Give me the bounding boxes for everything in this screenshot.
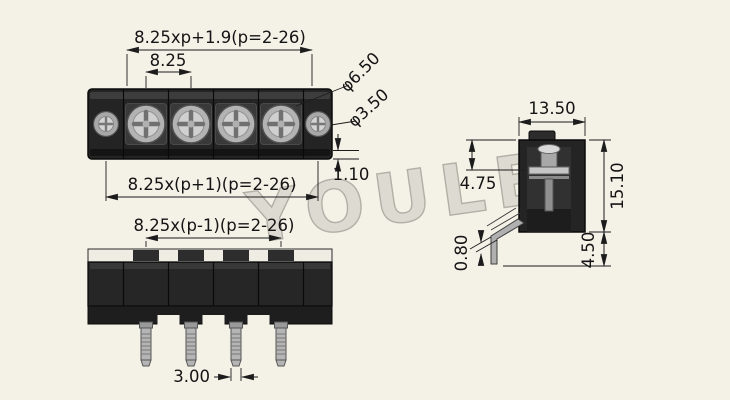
screw-head [537, 144, 561, 154]
pin-view [87, 248, 333, 367]
dim-pin-thickness-label: 0.80 [452, 235, 471, 272]
mounting-screw [304, 110, 332, 138]
solder-pin [229, 321, 243, 367]
dim-side-height: 15.10 [589, 138, 627, 234]
dim-overall-length-top: 8.25xp+1.9(p=2-26) [125, 28, 314, 86]
terminal-screw [261, 104, 301, 144]
dim-pin-thickness: 0.80 [452, 230, 498, 272]
dim-lip: 1.10 [333, 134, 370, 184]
dim-pin-width: 3.00 [173, 367, 258, 386]
clamp-plate [528, 166, 570, 175]
dim-overall-length-bottom: 8.25x(p+1)(p=2-26) [104, 161, 320, 201]
dim-side-width: 13.50 [517, 99, 587, 136]
bent-pin [486, 207, 525, 265]
clamp-tab [223, 250, 249, 261]
dim-pin-width-label: 3.00 [173, 367, 210, 386]
solder-pin [274, 321, 288, 367]
dim-pin-span-label: 8.25x(p-1)(p=2-26) [134, 216, 295, 235]
terminal-screw [126, 104, 166, 144]
dim-screw-depth: 4.75 [460, 138, 525, 193]
clamp-tab [178, 250, 204, 261]
dim-screw-depth-label: 4.75 [460, 174, 497, 193]
terminal-screw [216, 104, 256, 144]
dim-pin-length-label: 4.50 [579, 232, 598, 269]
clamp-tab [133, 250, 159, 261]
inner-contact [544, 178, 554, 212]
terminal-screw [171, 104, 211, 144]
dim-side-width-label: 13.50 [528, 99, 575, 118]
side-view [486, 130, 586, 265]
dim-pitch-label: 8.25 [150, 51, 187, 70]
clamp-tab [268, 250, 294, 261]
dim-overall-top-label: 8.25xp+1.9(p=2-26) [134, 28, 306, 47]
dim-pin-span: 8.25x(p-1)(p=2-26) [134, 216, 295, 247]
solder-pin [184, 321, 198, 367]
dim-pitch: 8.25 [144, 51, 193, 88]
dim-pin-length: 4.50 [503, 230, 611, 269]
dim-side-height-label: 15.10 [608, 162, 627, 209]
dim-overall-bottom-label: 8.25x(p+1)(p=2-26) [128, 175, 297, 194]
solder-pin [139, 321, 153, 367]
mounting-screw [92, 110, 120, 138]
dim-lip-label: 1.10 [333, 165, 370, 184]
front-view [87, 88, 333, 160]
